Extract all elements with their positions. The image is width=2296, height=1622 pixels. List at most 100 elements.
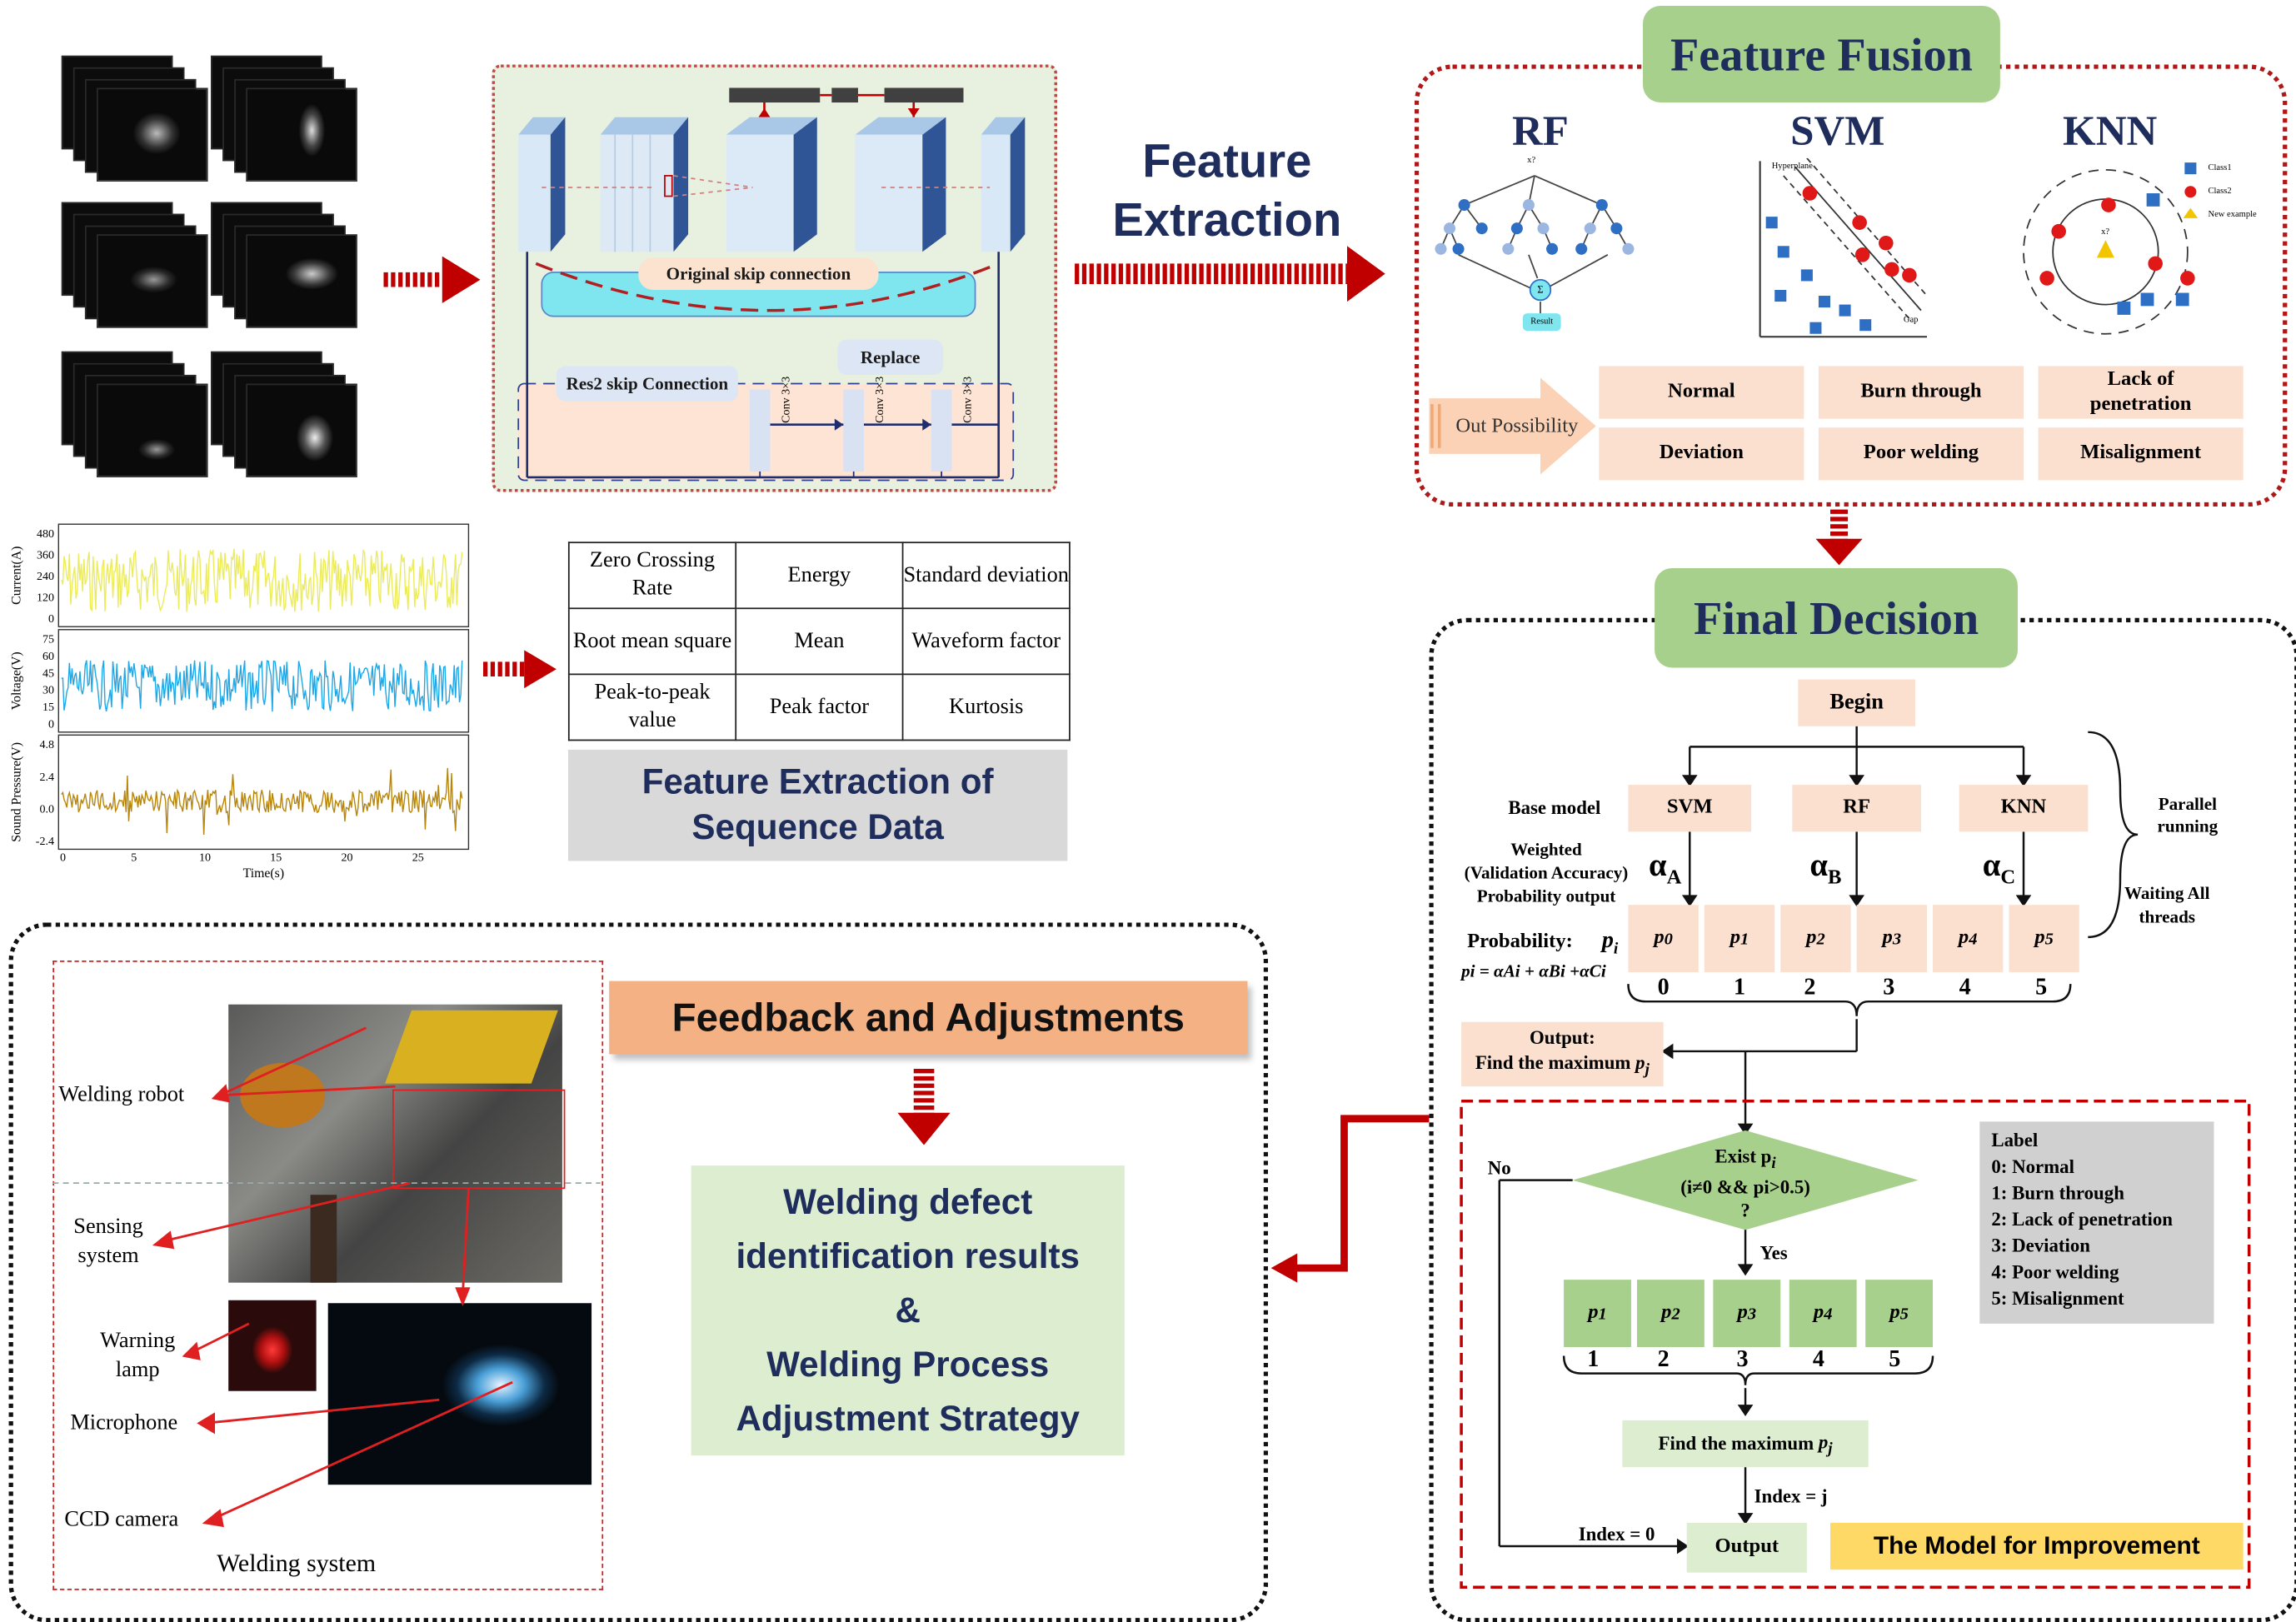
rf-node: RF	[1792, 785, 1921, 832]
plot-frame	[57, 734, 470, 851]
signal-trace-voltage	[61, 660, 463, 712]
table-cell: Mean	[735, 607, 904, 676]
tick-label: 30	[42, 684, 54, 697]
caption-line2: Sequence Data	[691, 808, 944, 848]
rf-title: RF	[1511, 107, 1569, 155]
torch-shape	[310, 1195, 337, 1283]
results-line: Welding defect	[783, 1182, 1033, 1222]
index-label: 0	[1657, 975, 1670, 1001]
signal-trace-sound	[61, 767, 463, 836]
alpha-b: αB	[1809, 846, 1841, 891]
microphone-label: Microphone	[70, 1411, 178, 1435]
yes-label: Yes	[1759, 1241, 1788, 1264]
alpha-symbol: α	[1649, 846, 1667, 883]
outcome-normal: Normal	[1599, 366, 1804, 419]
outcome-poor-welding: Poor welding	[1818, 427, 2024, 481]
no-label: No	[1487, 1156, 1511, 1179]
results-line: &	[895, 1290, 921, 1330]
final-decision-title: Final Decision	[1655, 567, 2018, 668]
index-label: 1	[1733, 975, 1746, 1001]
knn-legend-new-example: New example	[2208, 211, 2257, 220]
probability-symbol: pi	[1602, 928, 1618, 957]
tick-label: 75	[42, 633, 54, 646]
knn-plot-icon	[2023, 162, 2199, 335]
alpha-sub: A	[1666, 867, 1682, 890]
tick-label: 0.0	[39, 802, 54, 816]
tick-label: 0	[48, 612, 54, 626]
tick-label: 45	[42, 666, 54, 680]
index-label: 3	[1883, 975, 1895, 1001]
probability-cell-sub: 0	[1664, 929, 1673, 949]
table-cell: Kurtosis	[901, 673, 1071, 741]
alpha-symbol: α	[1809, 846, 1828, 883]
index2-label: 3	[1736, 1346, 1749, 1372]
index-label: 4	[1959, 975, 1971, 1001]
legend-line: 3: Deviation	[1991, 1234, 2091, 1257]
focus-box	[392, 1089, 566, 1190]
table-row: Zero Crossing Rate Energy Standard devia…	[567, 541, 1071, 610]
probability-i: i	[1613, 940, 1619, 958]
label-legend: Label 0: Normal 1: Burn through 2: Lack …	[1979, 1121, 2214, 1324]
svm-hyperplane-label: Hyperplane	[1771, 162, 1813, 172]
feature-table: Zero Crossing Rate Energy Standard devia…	[567, 541, 1071, 741]
tick-label: 120	[37, 591, 54, 604]
time-tick-label: 15	[270, 851, 282, 864]
svm-gap-label: Gap	[1903, 316, 1919, 326]
exist-line-text: Exist p	[1715, 1145, 1772, 1167]
parallel-running-label: Parallel running	[2157, 793, 2219, 836]
svm-plot-icon	[1759, 157, 1928, 338]
output-line2-text: Find the maximum	[1475, 1051, 1631, 1074]
weighted-line: (Validation Accuracy)	[1464, 862, 1629, 883]
p2-cell-sub: 5	[1899, 1304, 1909, 1323]
alpha-a: αA	[1649, 846, 1681, 891]
time-tick-label: 25	[412, 851, 424, 864]
outcome-lack-of-penetration: Lack of penetration	[2038, 366, 2244, 419]
network-blocks	[517, 87, 1026, 482]
table-cell: Waveform factor	[901, 607, 1071, 676]
feature-fusion-title: Feature Fusion	[1643, 6, 2000, 103]
knn-legend-class1: Class1	[2208, 163, 2232, 173]
robot-photo	[228, 1004, 566, 1283]
feature-extraction-line2: Extraction	[1112, 193, 1342, 247]
index2-label: 1	[1587, 1346, 1600, 1372]
index-0-label: Index = 0	[1578, 1522, 1655, 1545]
replace-label: Replace	[837, 339, 943, 375]
model-for-improvement-label: The Model for Improvement	[1830, 1522, 2244, 1570]
tick-label: 4.8	[39, 738, 54, 751]
outcome-burn-through: Burn through	[1818, 366, 2024, 419]
axis-label: Voltage(V)	[10, 651, 24, 710]
rf-result-label: Result	[1530, 317, 1554, 327]
time-tick-label: 5	[131, 851, 137, 864]
exist-line: (i≠0 && pi>0.5)	[1680, 1175, 1810, 1198]
exist-decision: Exist pi (i≠0 && pi>0.5) ?	[1640, 1145, 1851, 1221]
axis-label: Sound Pressure(V)	[10, 742, 24, 842]
table-cell: Energy	[735, 541, 904, 610]
rf-tree-icon	[1435, 175, 1635, 332]
p2-cell-sub: 1	[1598, 1304, 1607, 1323]
tick-label: 360	[37, 549, 54, 562]
output-line1: Output:	[1529, 1026, 1595, 1049]
exist-line: Exist pi	[1715, 1145, 1776, 1173]
knn-legend-class2: Class2	[2208, 187, 2232, 197]
index2-label: 5	[1889, 1346, 1901, 1372]
ccd-camera-label: CCD camera	[64, 1508, 179, 1532]
svm-title: SVM	[1790, 107, 1885, 155]
output-node: Output	[1686, 1522, 1807, 1573]
rf-root-label: x?	[1527, 157, 1536, 166]
sensing-system-label: Sensing system	[73, 1215, 143, 1269]
warning-lamp-photo	[228, 1300, 317, 1391]
probability-p: p	[1601, 928, 1614, 954]
index2-label: 4	[1812, 1346, 1824, 1372]
tick-label: 480	[37, 527, 54, 541]
probability-cell-sub: 3	[1892, 929, 1902, 949]
svm-node: SVM	[1628, 785, 1752, 832]
table-cell: Standard deviation	[901, 541, 1071, 610]
weighted-line: Probability output	[1476, 886, 1616, 906]
welding-robot-label: Welding robot	[58, 1083, 185, 1107]
